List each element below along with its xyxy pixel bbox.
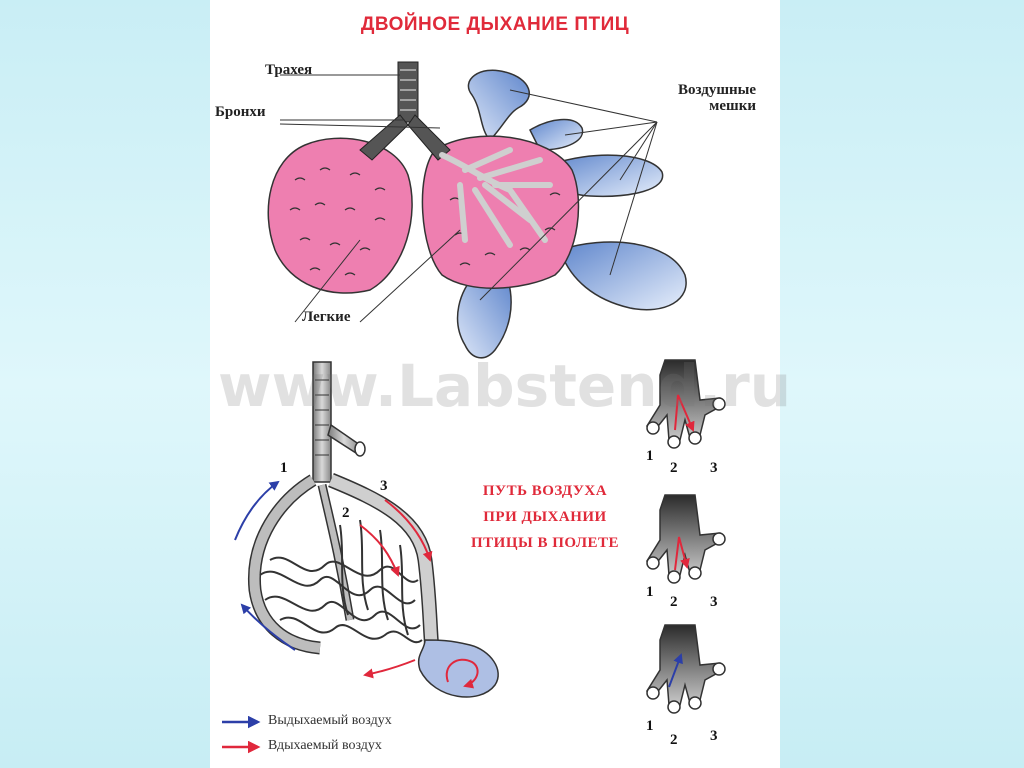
air-sac-lower-right <box>559 241 687 311</box>
anatomy-illustration <box>222 61 726 754</box>
poster-title: ДВОЙНОЕ ДЫХАНИЕ ПТИЦ <box>360 14 630 35</box>
legend-exhaled: Выдыхаемый воздух <box>268 713 392 729</box>
lung-right <box>421 135 580 289</box>
flow-arrows <box>234 480 433 679</box>
legend-inhaled-label: Вдыхаемый воздух <box>268 738 382 753</box>
legend-inhaled: Вдыхаемый воздух <box>268 738 382 754</box>
path-number-2: 2 <box>342 505 350 521</box>
air-sacs <box>456 69 687 359</box>
inhaled-arrow-return <box>363 659 416 679</box>
mini2-number-1: 1 <box>646 584 654 600</box>
mini1-number-3: 3 <box>710 460 718 476</box>
inhaled-arrow-path3 <box>384 499 433 562</box>
exhaled-arrow-upper <box>234 480 280 541</box>
mini2-number-3: 3 <box>710 594 718 610</box>
path-number-1: 1 <box>280 460 288 476</box>
mini1-number-2: 2 <box>670 460 678 476</box>
trachea <box>397 61 419 123</box>
watermark: www.Labstend.ru <box>218 352 792 420</box>
label-air-sacs-line2: мешки <box>709 98 756 114</box>
right-margin-panel <box>780 0 1024 768</box>
caption-line2: ПРИ ДЫХАНИИ <box>483 509 607 525</box>
lung-left <box>267 137 413 294</box>
top-leader-lines <box>279 74 658 323</box>
bronchus-right <box>407 114 451 161</box>
left-margin-panel <box>0 0 210 768</box>
caption-line1: ПУТЬ ВОЗДУХА <box>482 483 608 499</box>
mini3-number-3: 3 <box>710 728 718 744</box>
bronchus-left <box>359 114 409 161</box>
label-air-sacs-line1: Воздушные <box>677 82 756 98</box>
label-trachea: Трахея <box>265 62 313 78</box>
caption-line3: ПТИЦЫ В ПОЛЕТЕ <box>470 535 620 551</box>
lung-texture <box>289 167 561 276</box>
inhaled-arrow-path2 <box>359 524 400 577</box>
mini1-number-1: 1 <box>646 448 654 464</box>
mini-diagram-1 <box>645 359 726 449</box>
air-path-caption: ПУТЬ ВОЗДУХА ПРИ ДЫХАНИИ ПТИЦЫ В ПОЛЕТЕ <box>450 478 640 556</box>
label-bronchi: Бронхи <box>215 104 266 120</box>
airway-schematic <box>247 361 499 698</box>
air-sac-upper-right <box>529 118 584 151</box>
mini-diagram-2 <box>645 494 726 584</box>
air-sac-top <box>467 69 530 142</box>
path-number-3: 3 <box>380 478 388 494</box>
label-air-sacs: Воздушные мешки <box>630 82 756 114</box>
air-sac-bottom <box>456 274 512 359</box>
bronchial-tree <box>439 147 553 248</box>
legend-exhaled-label: Выдыхаемый воздух <box>268 713 392 728</box>
mini3-number-2: 2 <box>670 732 678 748</box>
mini-diagram-3 <box>645 624 726 714</box>
exhaled-arrow-lower <box>240 603 296 651</box>
mini3-number-1: 1 <box>646 718 654 734</box>
mini2-number-2: 2 <box>670 594 678 610</box>
poster: ДВОЙНОЕ ДЫХАНИЕ ПТИЦ <box>210 0 792 768</box>
label-lungs: Легкие <box>302 309 351 325</box>
